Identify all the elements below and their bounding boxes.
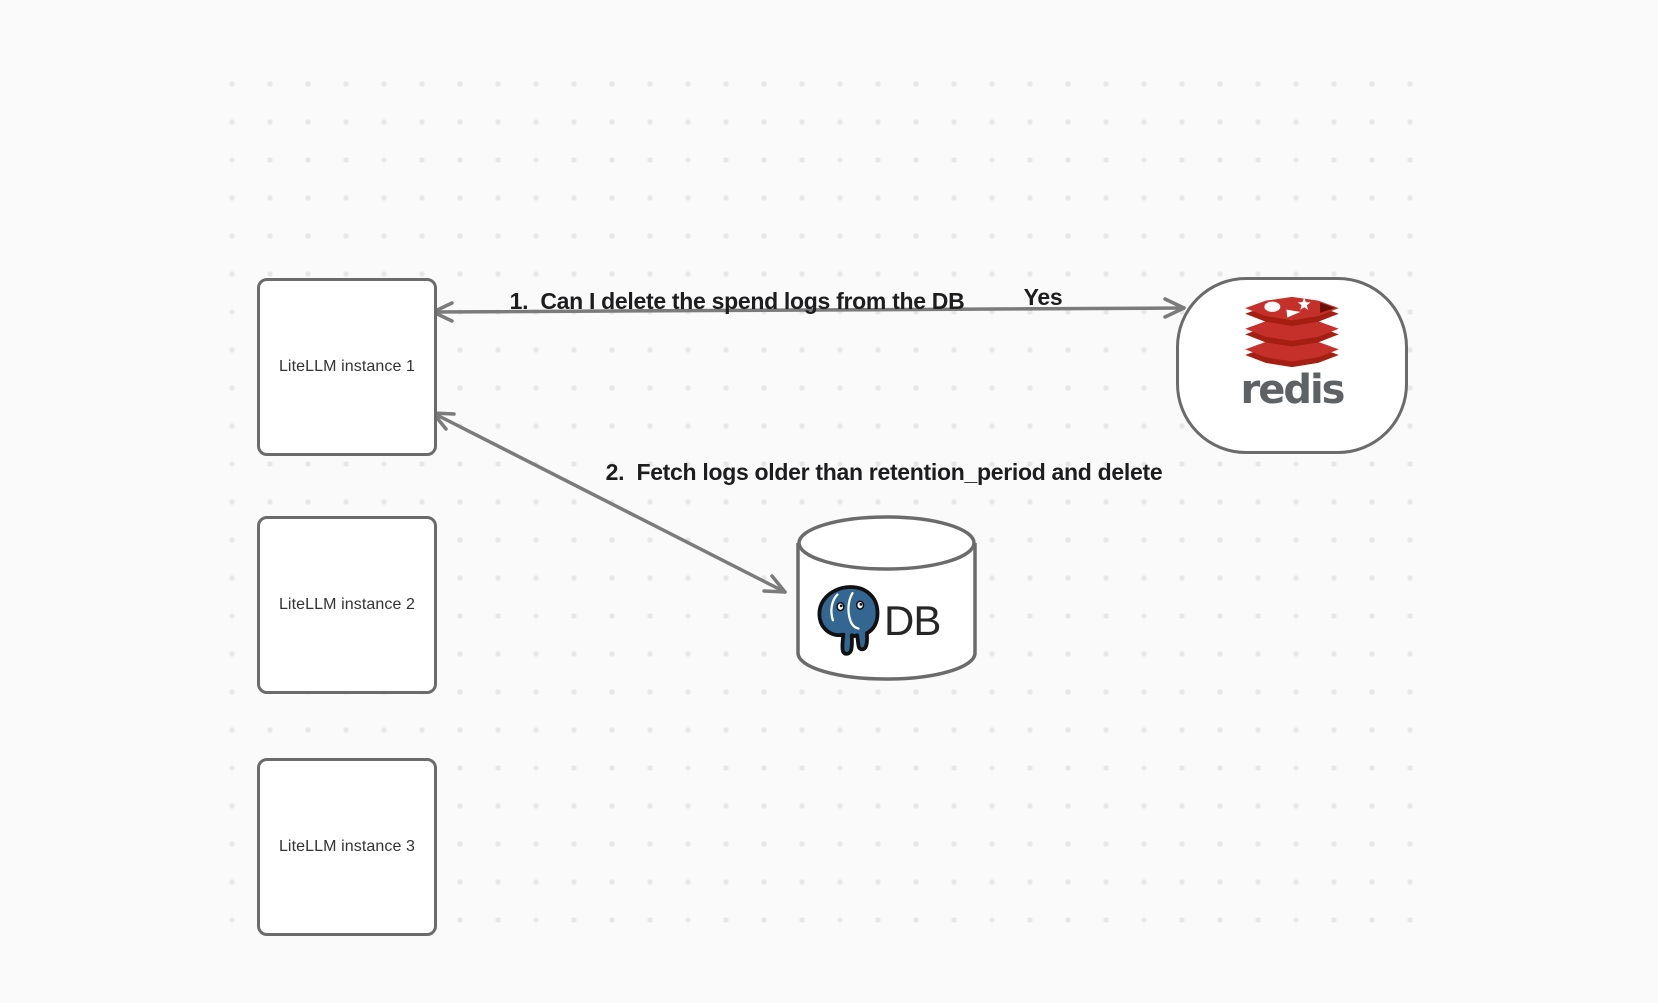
arrow2-label[interactable]: 2. Fetch logs older than retention_perio…: [605, 459, 1163, 485]
node-label: LiteLLM instance 3: [278, 838, 416, 855]
node-label: LiteLLM instance 1: [278, 358, 416, 375]
database-label: DB: [884, 597, 941, 644]
node-litellm-instance-1[interactable]: LiteLLM instance 1: [257, 278, 437, 456]
postgresql-elephant-icon: [817, 585, 880, 656]
node-litellm-instance-3[interactable]: LiteLLM instance 3: [257, 758, 437, 936]
node-litellm-instance-2[interactable]: LiteLLM instance 2: [257, 516, 437, 694]
redis-wordmark: redis: [1240, 367, 1345, 413]
arrow-instance1-db[interactable]: [431, 411, 787, 594]
node-redis[interactable]: redis: [1176, 277, 1408, 454]
node-label: LiteLLM instance 2: [278, 596, 416, 613]
redis-logo-icon: [1245, 296, 1339, 368]
arrow1-label[interactable]: 1. Can I delete the spend logs from the …: [509, 288, 965, 314]
arrow1-response-label[interactable]: Yes: [1023, 284, 1063, 310]
